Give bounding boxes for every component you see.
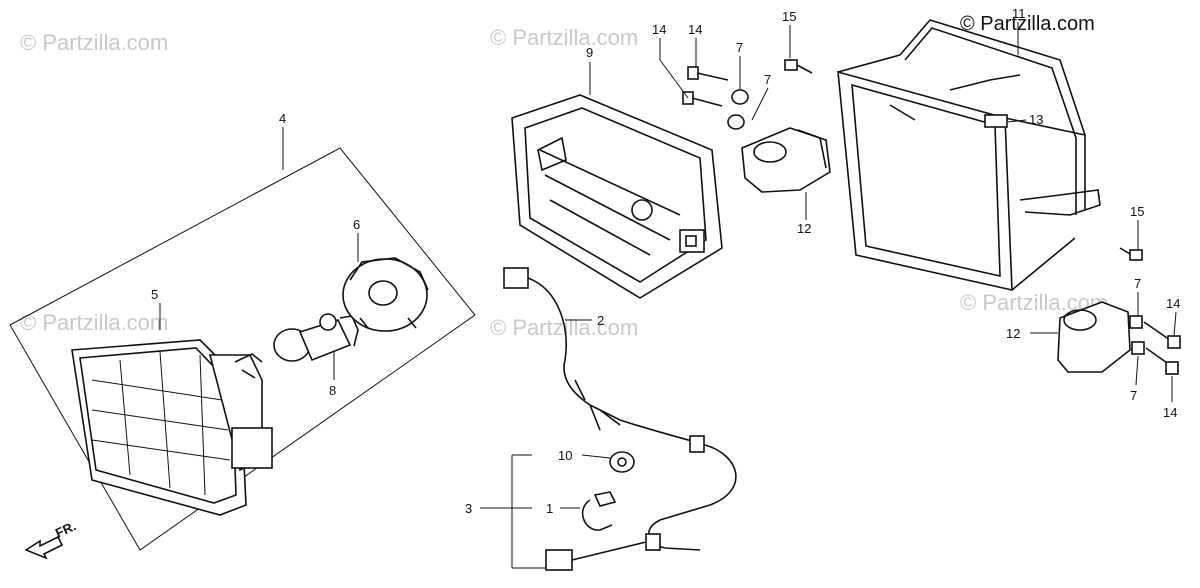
callout-9: 9 <box>586 45 593 60</box>
watermark-text: © Partzilla.com <box>20 310 168 335</box>
callout-7: 7 <box>1134 276 1141 291</box>
callout-11: 11 <box>1012 6 1026 21</box>
mounting-bracket-upper <box>741 127 831 193</box>
callout-6: 6 <box>353 217 360 232</box>
callout-12: 12 <box>1006 326 1020 341</box>
mounting-bracket-lower <box>1057 247 1181 375</box>
front-direction-arrow: FR. <box>24 518 78 560</box>
callout-13: 13 <box>1029 112 1043 127</box>
callout-7: 7 <box>736 40 743 55</box>
headlight-bulb <box>273 313 359 362</box>
watermark-text: © Partzilla.com <box>20 30 168 55</box>
headlight-guard <box>837 19 1101 292</box>
bolt-set-upper <box>682 59 813 130</box>
headlight-case <box>511 94 723 299</box>
callout-10: 10 <box>558 448 572 463</box>
leader-lines <box>159 22 1177 569</box>
wire-clamp <box>581 491 617 531</box>
callout-15: 15 <box>782 9 796 24</box>
callout-12: 12 <box>797 221 811 236</box>
bulb-socket-cover <box>342 257 429 332</box>
wire-harness <box>503 267 737 571</box>
callout-2: 2 <box>597 313 604 328</box>
callout-15: 15 <box>1130 204 1144 219</box>
callout-7: 7 <box>764 72 771 87</box>
callout-14: 14 <box>688 22 702 37</box>
callout-4: 4 <box>279 111 286 126</box>
watermarks: © Partzilla.com © Partzilla.com © Partzi… <box>20 25 1108 340</box>
callout-5: 5 <box>151 287 158 302</box>
watermark-text: © Partzilla.com <box>490 25 638 50</box>
grommet <box>609 451 635 473</box>
copyright-text: © Partzilla.com <box>960 13 1095 35</box>
callout-7: 7 <box>1130 388 1137 403</box>
front-label: FR. <box>53 518 78 540</box>
headlight-unit <box>71 339 273 516</box>
callout-labels: 4 5 6 8 9 14 14 7 7 15 11 13 12 2 15 12 … <box>151 6 1180 516</box>
callout-14: 14 <box>1163 405 1177 420</box>
callout-8: 8 <box>329 383 336 398</box>
callout-14: 14 <box>1166 296 1180 311</box>
callout-3: 3 <box>465 501 472 516</box>
callout-14: 14 <box>652 22 666 37</box>
callout-1: 1 <box>546 501 553 516</box>
